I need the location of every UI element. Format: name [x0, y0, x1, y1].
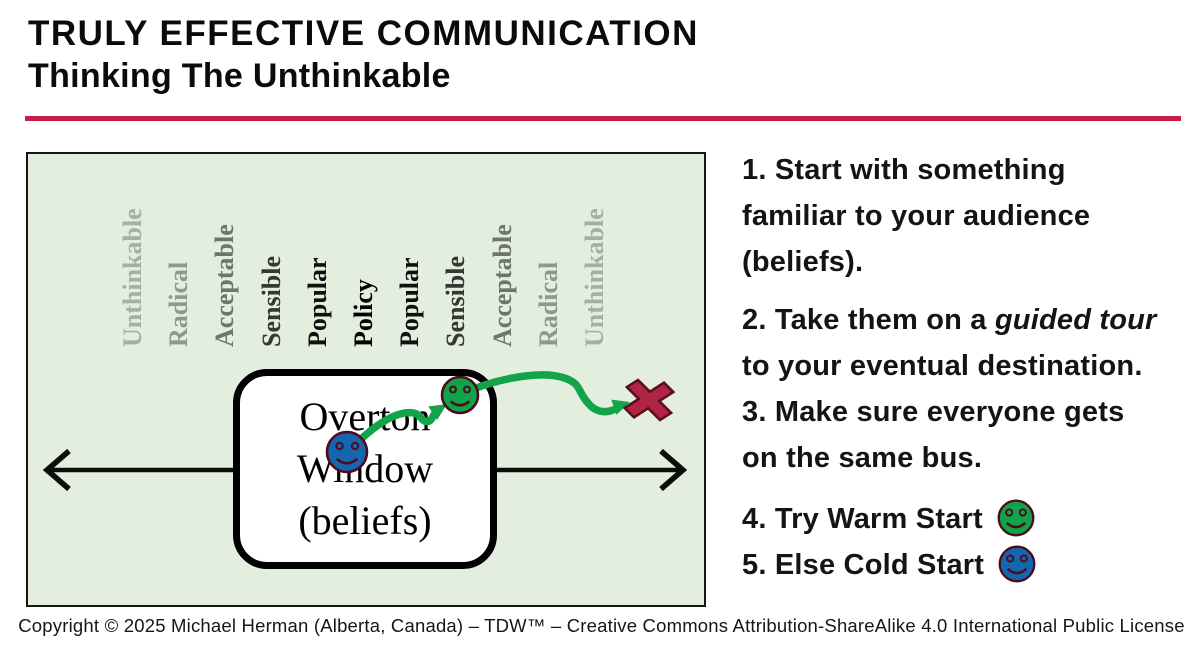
accent-rule [25, 116, 1181, 121]
steps-list: 1. Start with something familiar to your… [742, 147, 1198, 588]
guided-tour-path-icon [472, 371, 630, 416]
list-item: 5. Else Cold Start [742, 542, 1198, 588]
overton-window-label: Overton Window (beliefs) [296, 394, 434, 543]
list-item: 2. Take them on a guided tour to your ev… [742, 304, 1157, 382]
list-item: 3. Make sure everyone gets on the same b… [742, 396, 1125, 474]
cold-start-smiley-icon [325, 430, 369, 474]
copyright-notice: Copyright © 2025 Michael Herman (Alberta… [18, 615, 1185, 636]
cold-start-smiley-icon [998, 545, 1036, 583]
arrowhead-right-icon [659, 448, 688, 492]
page-subtitle: Thinking The Unthinkable [28, 57, 451, 95]
guided-tour-emphasis: guided tour [994, 304, 1157, 336]
list-item: 1. Start with something familiar to your… [742, 154, 1091, 278]
warm-start-smiley-icon [997, 499, 1035, 537]
warmup-path-icon [353, 404, 447, 447]
page-title: TRULY EFFECTIVE COMMUNICATION [28, 14, 699, 53]
arrowhead-left-icon [42, 448, 71, 492]
destination-x-icon [622, 378, 676, 422]
overton-window-box: Overton Window (beliefs) [233, 369, 497, 569]
list-item: 4. Try Warm Start [742, 496, 1198, 542]
warm-start-smiley-icon [440, 375, 480, 415]
